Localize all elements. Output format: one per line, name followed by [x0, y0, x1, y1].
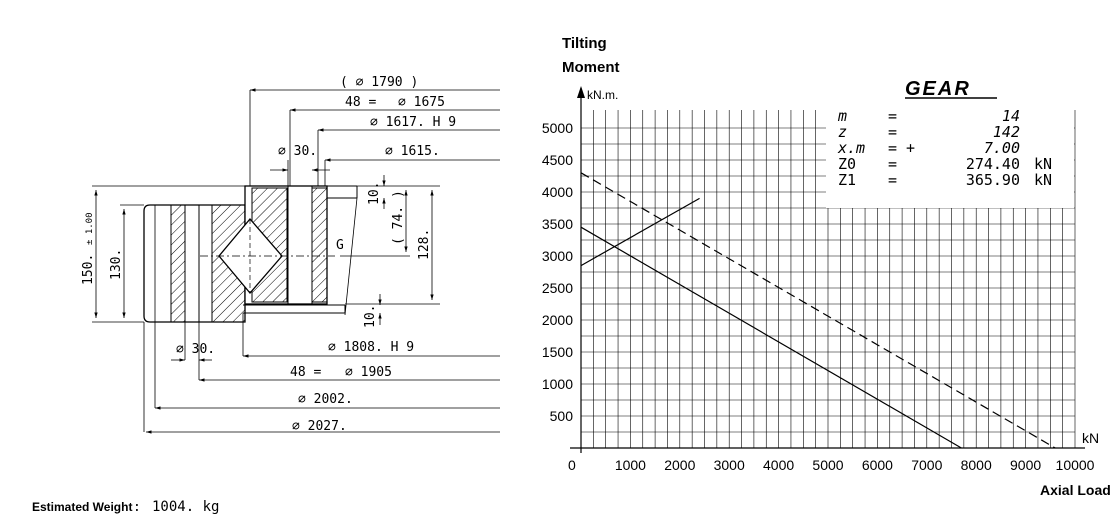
- dim-inner-top: ∅ 1615.: [385, 144, 440, 159]
- weight-label: Estimated Weight: [32, 500, 132, 514]
- dim-hole-bottom: ∅ 30.: [176, 342, 215, 357]
- dim-bolt-bottom-value: ∅ 1905: [345, 365, 392, 380]
- y-axis-arrow: [577, 86, 585, 98]
- y-tick-label: 500: [550, 408, 574, 424]
- weight-value: 1004. kg: [152, 499, 219, 515]
- gear-param-value: 365.90: [966, 171, 1020, 189]
- dimension-labels: ( ∅ 1790 ) 48 = ∅ 1675 ∅ 1617. H 9 ∅ 30.…: [81, 75, 456, 434]
- x-tick-label: 8000: [961, 457, 992, 473]
- x-tick-label: 0: [568, 457, 576, 473]
- y-axis-title-line2: Moment: [562, 59, 620, 76]
- gear-param-unit: kN: [1034, 171, 1052, 189]
- dim-hole-top: ∅ 30.: [278, 144, 317, 159]
- y-tick-label: 3000: [542, 248, 573, 264]
- y-tick-label: 2500: [542, 280, 573, 296]
- y-axis-unit: kN.m.: [587, 88, 618, 102]
- x-tick-label: 1000: [615, 457, 646, 473]
- dim-bore-top: ∅ 1617. H 9: [370, 115, 456, 130]
- y-tick-labels: 500 1000 1500 2000 2500 3000 3500 4000 4500 5000: [542, 120, 573, 424]
- dim-offset-74: ( 74. ): [391, 190, 406, 245]
- x-tick-label: 7000: [911, 457, 942, 473]
- dim-bolt-top-count: 48 =: [345, 95, 376, 110]
- y-tick-label: 2000: [542, 312, 573, 328]
- load-chart: 0 1000 2000 3000 4000 5000 6000 7000 8000 9000 100…: [542, 35, 1111, 498]
- x-tick-label: 4000: [763, 457, 794, 473]
- x-tick-label: 2000: [664, 457, 695, 473]
- y-tick-label: 3500: [542, 216, 573, 232]
- gear-param-equals: =: [888, 171, 897, 189]
- gear-param-symbol: Z1: [838, 171, 856, 189]
- y-tick-label: 4000: [542, 184, 573, 200]
- cross-section: [143, 185, 358, 323]
- gear-param-equals: =: [888, 155, 897, 173]
- x-axis-title: Axial Load: [1040, 482, 1111, 498]
- dim-2002: ∅ 2002.: [298, 392, 353, 407]
- gear-param-symbol: Z0: [838, 155, 856, 173]
- dim-2027: ∅ 2027.: [292, 419, 347, 434]
- gear-param-equals: =: [888, 123, 897, 141]
- gear-title: GEAR: [905, 78, 971, 100]
- dim-center-mark: G: [336, 238, 344, 253]
- chart-series: [580, 172, 1056, 449]
- x-tick-labels: 0 1000 2000 3000 4000 5000 6000 7000 8000 9000 100…: [568, 457, 1095, 473]
- x-tick-label: 3000: [714, 457, 745, 473]
- chart-axes: [570, 86, 1085, 453]
- y-tick-label: 1500: [542, 344, 573, 360]
- x-tick-label: 10000: [1056, 457, 1095, 473]
- x-tick-label: 5000: [812, 457, 843, 473]
- gear-param-value: 274.40: [966, 155, 1020, 173]
- weight-separator: :: [133, 500, 141, 515]
- gear-param-unit: kN: [1034, 155, 1052, 173]
- roller-element: [200, 217, 335, 295]
- gear-param-symbol: m: [837, 107, 847, 125]
- dim-tolerance-150: ± 1.00: [85, 212, 95, 245]
- gear-param-symbol: x.m: [837, 139, 865, 157]
- dim-gap-bottom: 10.: [363, 305, 378, 328]
- dim-height-150: 150.: [81, 254, 96, 285]
- gear-param-value: 14: [1002, 107, 1020, 125]
- dim-height-130: 130.: [109, 249, 124, 280]
- x-axis-unit: kN: [1082, 430, 1099, 446]
- dim-height-128: 128.: [417, 229, 432, 260]
- x-tick-label: 9000: [1010, 457, 1041, 473]
- dim-gap-top: 10.: [367, 182, 382, 205]
- gear-param-equals: = +: [888, 139, 915, 157]
- gear-param-value: 142: [993, 123, 1020, 141]
- gear-param-value: 7.00: [984, 139, 1020, 157]
- weight-row: Estimated Weight : 1004. kg: [32, 499, 219, 515]
- y-tick-label: 1000: [542, 376, 573, 392]
- y-tick-label: 5000: [542, 120, 573, 136]
- dim-bolt-bottom-count: 48 =: [290, 365, 321, 380]
- dim-bolt-top-value: ∅ 1675: [398, 95, 445, 110]
- x-tick-label: 6000: [862, 457, 893, 473]
- series-line-1: [580, 226, 962, 449]
- dim-outer-gear: ( ∅ 1790 ): [340, 75, 418, 90]
- outer-ring: [143, 204, 246, 323]
- y-axis-title-line1: Tilting: [562, 35, 607, 52]
- dimension-lines: [92, 88, 500, 434]
- series-line-3: [580, 197, 700, 267]
- gear-param-symbol: z: [838, 123, 847, 141]
- series-line-2: [580, 172, 1056, 449]
- dim-bore-bottom: ∅ 1808. H 9: [328, 340, 414, 355]
- gear-param-equals: =: [888, 107, 897, 125]
- y-tick-label: 4500: [542, 152, 573, 168]
